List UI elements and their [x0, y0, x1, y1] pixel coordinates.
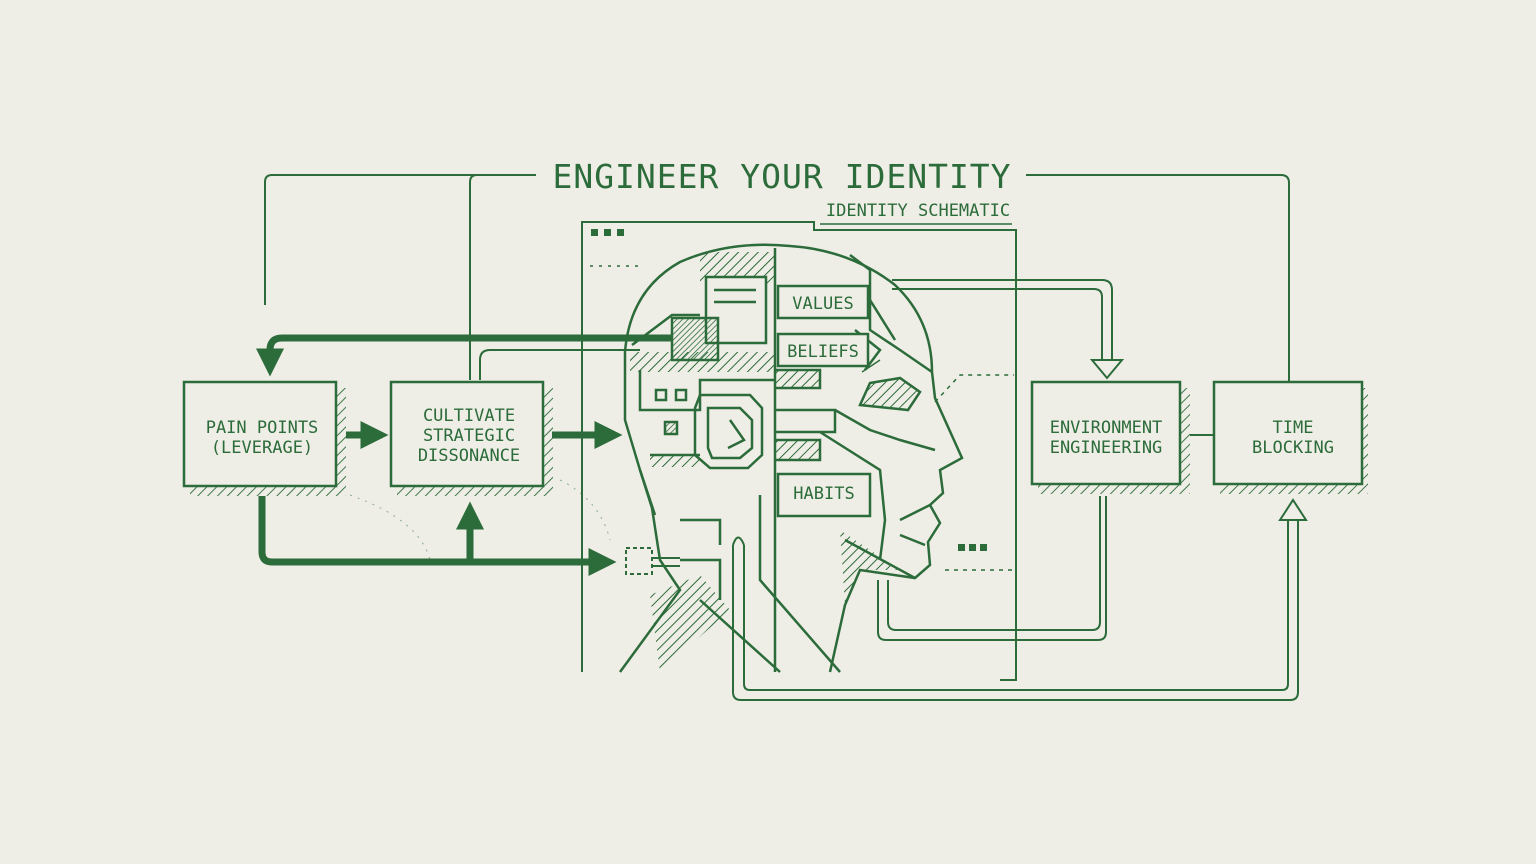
leader-lines — [934, 374, 1014, 571]
time-blocking-node: TIME BLOCKING — [1212, 380, 1368, 494]
dissonance-label-line1: CULTIVATE — [423, 406, 515, 426]
environment-label-line2: ENGINEERING — [1050, 438, 1163, 458]
dissonance-node: CULTIVATE STRATEGIC DISSONANCE — [389, 380, 553, 496]
values-region: VALUES — [776, 284, 870, 320]
dissonance-label-line2: STRATEGIC — [423, 426, 515, 446]
pain-points-label-line2: (LEVERAGE) — [211, 438, 313, 458]
diagram-title: ENGINEER YOUR IDENTITY — [552, 157, 1011, 196]
ellipsis-dots-icon — [958, 544, 987, 551]
values-label: VALUES — [792, 294, 853, 314]
time-blocking-label-line2: BLOCKING — [1252, 438, 1334, 458]
beliefs-region: BELIEFS — [776, 332, 870, 368]
title-frame — [264, 174, 1290, 382]
connectors — [256, 279, 1308, 701]
pain-points-label-line1: PAIN POINTS — [206, 418, 319, 438]
window-dot-icon — [591, 229, 598, 236]
beliefs-label: BELIEFS — [787, 342, 859, 362]
head-schematic — [618, 243, 964, 673]
dissonance-label-line3: DISSONANCE — [418, 446, 520, 466]
habits-region: HABITS — [776, 472, 872, 518]
schematic-window — [581, 221, 1017, 681]
diagram-subtitle: IDENTITY SCHEMATIC — [826, 201, 1010, 221]
time-blocking-label-line1: TIME — [1273, 418, 1314, 438]
environment-label-line1: ENVIRONMENT — [1050, 418, 1163, 438]
pain-points-node: PAIN POINTS (LEVERAGE) — [182, 380, 346, 496]
window-dot-icon — [617, 229, 624, 236]
habits-label: HABITS — [793, 484, 854, 504]
window-dot-icon — [604, 229, 611, 236]
environment-node: ENVIRONMENT ENGINEERING — [1030, 380, 1190, 494]
